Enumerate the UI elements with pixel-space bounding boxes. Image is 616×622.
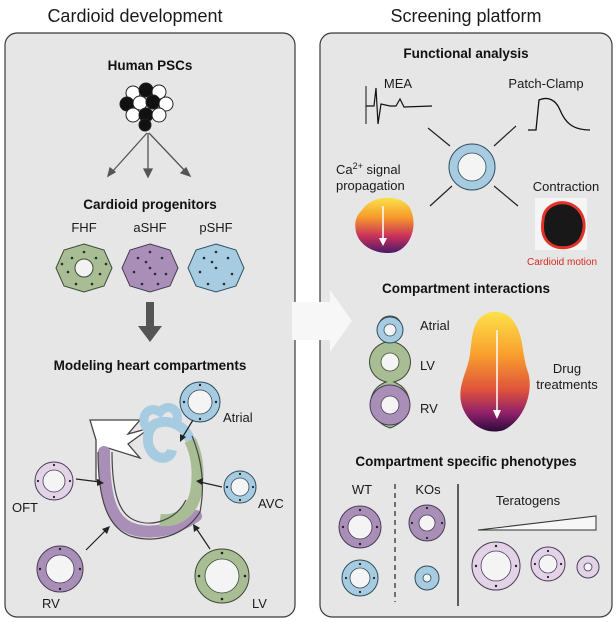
ca-propagation-arrowhead: [379, 238, 387, 246]
lv-label: LV: [252, 596, 267, 611]
contraction-label: Contraction: [533, 179, 599, 194]
drug-label-line2: treatments: [536, 377, 598, 392]
functional-connectors: [427, 125, 519, 207]
functional-title: Functional analysis: [403, 46, 528, 61]
wt-blue-organoid: [341, 559, 379, 597]
avc-organoid: [223, 470, 257, 504]
wt-label: WT: [352, 482, 372, 497]
cardioid-motion-label: Cardioid motion: [527, 257, 597, 268]
atrial-label: Atrial: [223, 410, 253, 425]
chamber-rv-label: RV: [420, 401, 438, 416]
psc-cluster-icon: [119, 82, 174, 132]
patch-clamp-trace: [528, 97, 591, 131]
phenotype-cell-dots: [341, 506, 563, 594]
atrial-pointer: [181, 419, 194, 439]
ashf-label: aSHF: [133, 220, 166, 235]
differentiation-arrows: [106, 132, 192, 179]
patch-clamp-label: Patch-Clamp: [508, 76, 583, 91]
rv-organoid: [36, 545, 84, 593]
transition-arrow-icon: [292, 290, 352, 352]
atrial-organoid: [179, 381, 221, 423]
teratogen-organoid-low: [471, 541, 521, 591]
modeling-title: Modeling heart compartments: [54, 358, 247, 373]
lv-organoid: [194, 548, 250, 604]
teratogen-dose-wedge: [477, 515, 597, 531]
kos-label: KOs: [415, 482, 441, 497]
oft-pointer: [75, 478, 101, 483]
ca-signal-label: Ca2+ signal: [336, 161, 401, 177]
drug-label-line1: Drug: [553, 361, 581, 376]
oft-organoid: [34, 461, 74, 501]
stem-cells-label: Human PSCs: [108, 58, 193, 73]
heart-tube-schematic: [89, 403, 204, 540]
down-arrow-icon: [138, 302, 162, 342]
drug-treatment-image: [460, 311, 530, 432]
avc-pointer: [199, 481, 223, 488]
pshf-label: pSHF: [199, 220, 232, 235]
chamber-atrial-label: Atrial: [420, 318, 450, 333]
rv-pointer-head: [102, 526, 110, 534]
lv-pointer: [195, 527, 211, 550]
phenotypes-title: Compartment specific phenotypes: [355, 454, 576, 469]
teratogens-label: Teratogens: [496, 493, 561, 508]
mea-trace: [366, 87, 433, 125]
fhf-cluster: [55, 243, 113, 293]
contraction-image: [541, 201, 586, 250]
mea-label: MEA: [384, 76, 413, 91]
right-panel-title: Screening platform: [390, 6, 541, 26]
drug-gradient-arrowhead: [493, 410, 501, 419]
interactions-title: Compartment interactions: [382, 281, 550, 296]
wt-purple-organoid: [338, 505, 382, 549]
avc-label: AVC: [258, 496, 284, 511]
center-organoid: [448, 143, 496, 191]
multi-chamber-cardioid: [369, 315, 411, 429]
pshf-cluster: [187, 243, 245, 293]
teratogen-organoid-mid: [530, 546, 566, 582]
organoid-cell-dots: [36, 383, 255, 601]
atrial-pointer-head: [180, 434, 186, 442]
fhf-label: FHF: [71, 220, 96, 235]
ca-propagation-image: [355, 197, 414, 254]
chamber-lv-label: LV: [420, 358, 435, 373]
ko-purple-organoid: [408, 504, 446, 542]
progenitors-title: Cardioid progenitors: [83, 197, 217, 212]
oft-pointer-head: [97, 479, 104, 486]
ko-blue-organoid: [414, 565, 440, 591]
avc-pointer-head: [196, 478, 203, 485]
left-panel-title: Cardioid development: [47, 6, 222, 26]
ashf-cluster: [121, 243, 179, 293]
rv-pointer: [85, 529, 107, 551]
teratogen-organoid-high: [576, 555, 600, 579]
oft-label: OFT: [12, 500, 38, 515]
rv-label: RV: [42, 596, 60, 611]
lv-pointer-head: [193, 524, 200, 532]
ca-propagation-label: propagation: [336, 178, 405, 193]
